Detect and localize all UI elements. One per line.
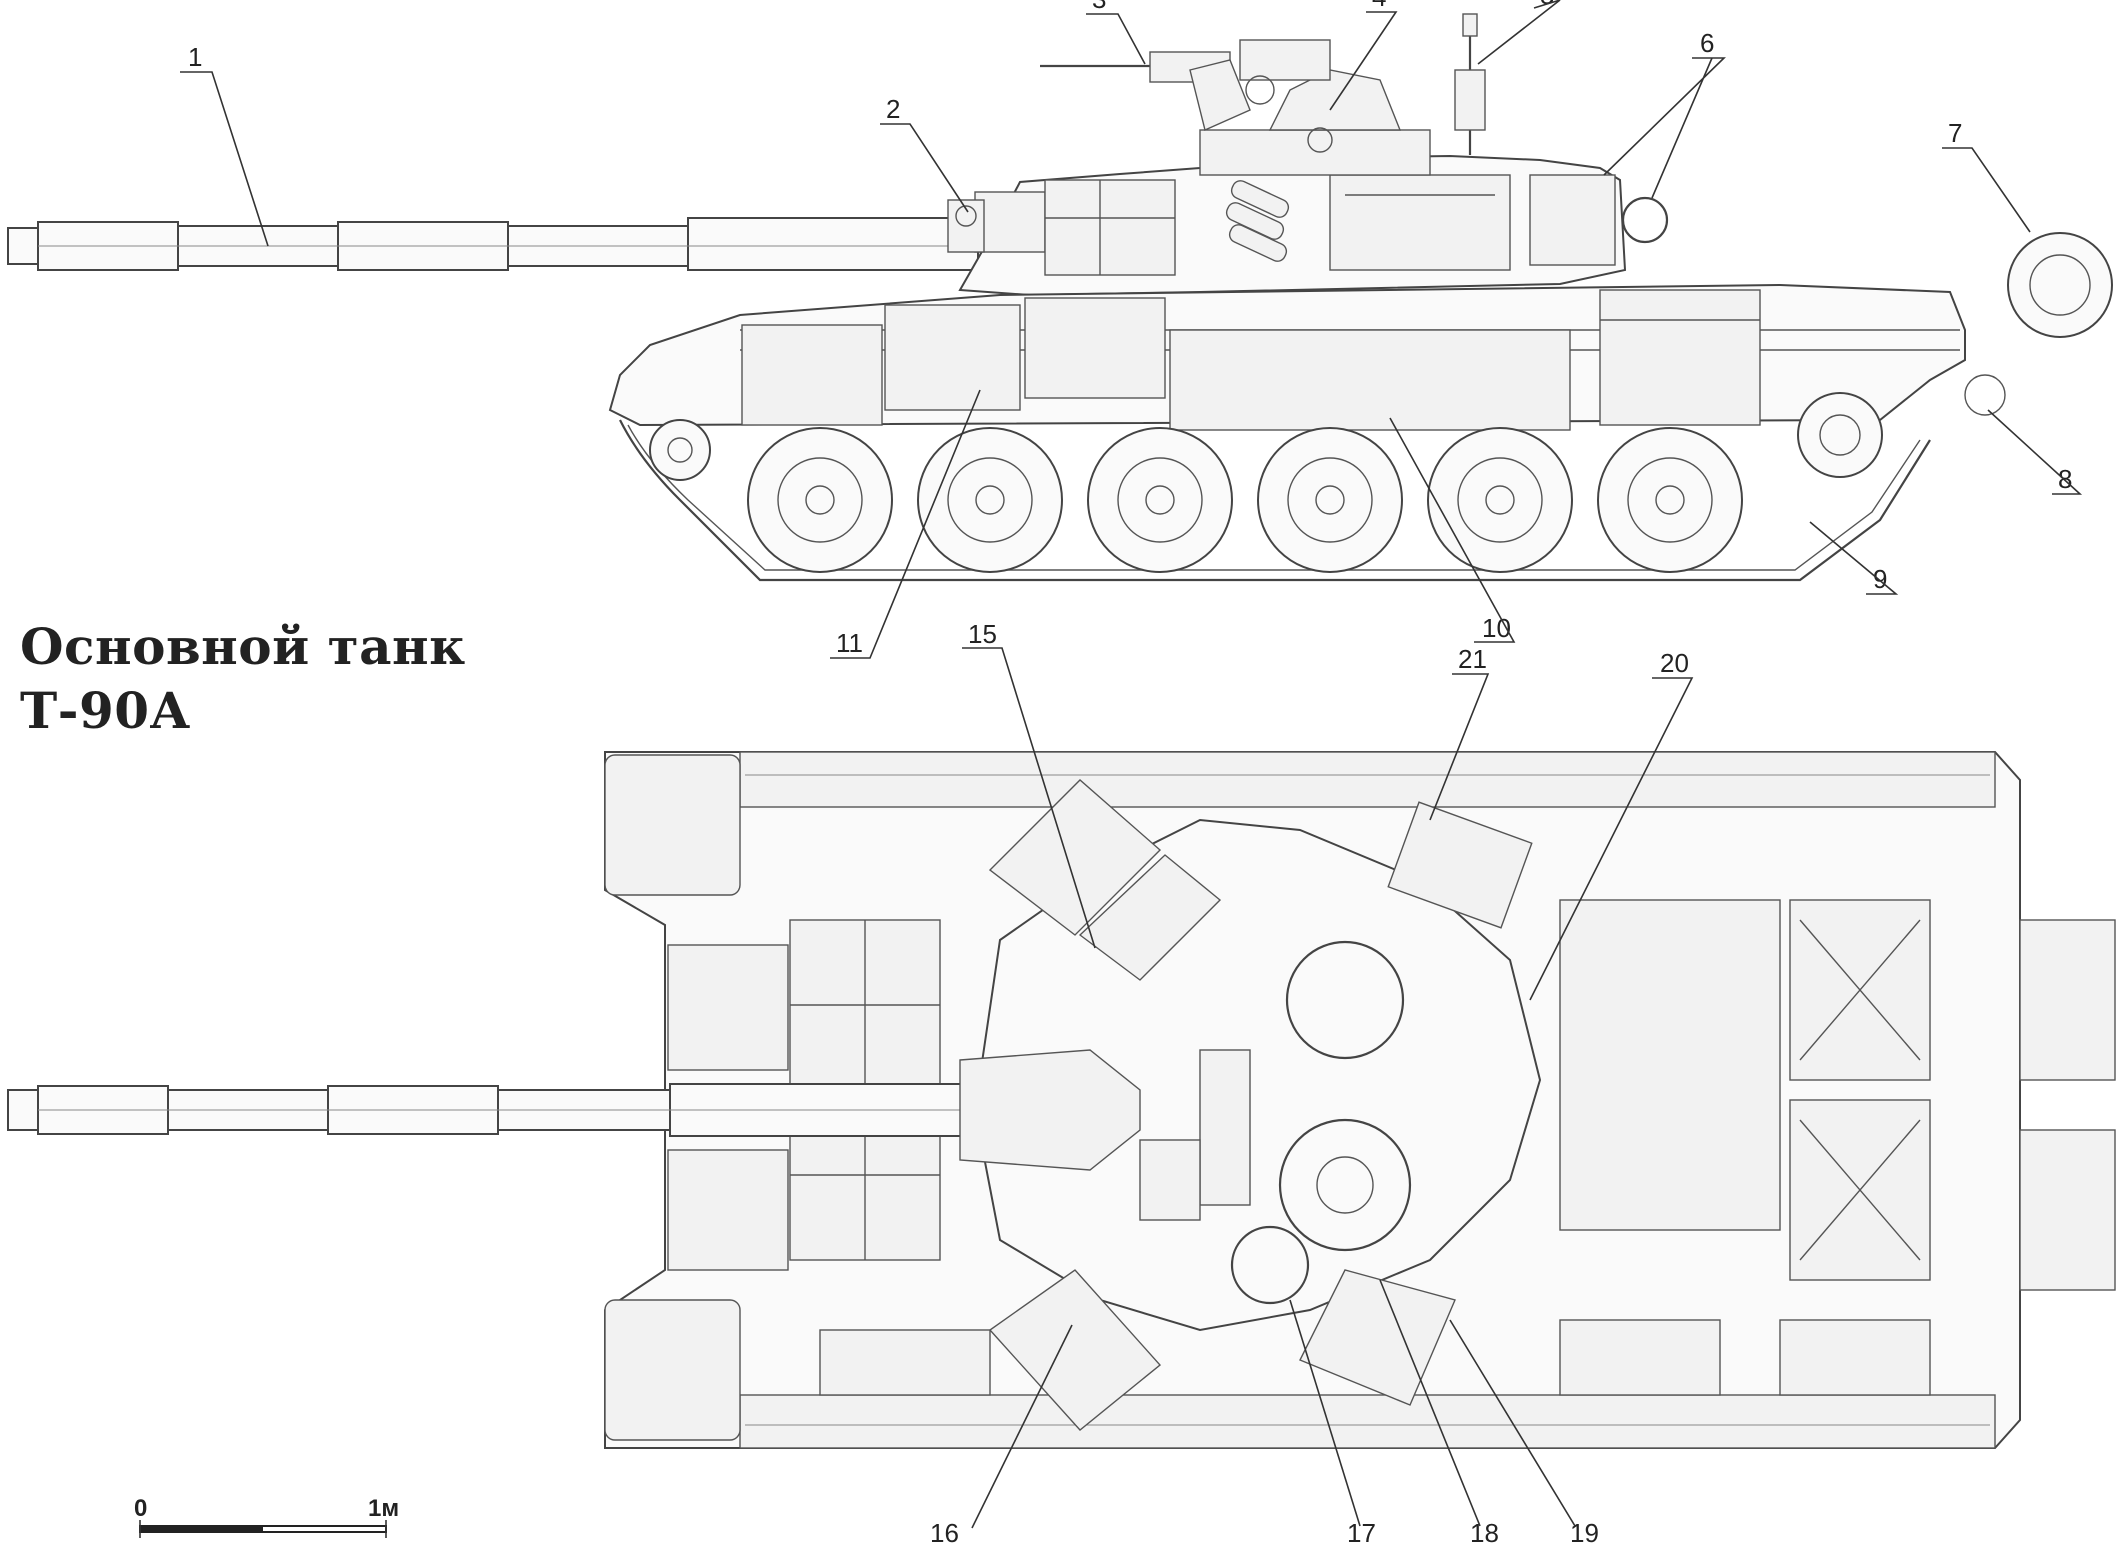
callout-7: 7 bbox=[1948, 118, 1962, 148]
scale-start-label: 0 bbox=[134, 1495, 147, 1522]
callout-1: 1 bbox=[188, 42, 202, 72]
title-line-2: Т-90А bbox=[20, 681, 191, 740]
side-turret bbox=[947, 13, 1669, 297]
top-view bbox=[7, 751, 2116, 1449]
callout-9: 9 bbox=[1873, 564, 1887, 594]
callout-3: 3 bbox=[1092, 0, 1106, 14]
title-line-1: Основной танк bbox=[20, 617, 466, 676]
callouts: 1 2 3 4 5 6 7 8 9 10 11 15 bbox=[180, 0, 2083, 1547]
callout-21: 21 bbox=[1458, 644, 1487, 674]
callout-2: 2 bbox=[886, 94, 900, 124]
callout-5: 5 bbox=[1540, 0, 1554, 10]
side-hull bbox=[608, 232, 2113, 431]
callout-17: 17 bbox=[1347, 1518, 1376, 1547]
side-antenna-mast bbox=[1454, 13, 1486, 155]
callout-18: 18 bbox=[1470, 1518, 1499, 1547]
top-gun-barrel bbox=[7, 1083, 981, 1137]
side-smoke-launchers bbox=[1225, 180, 1290, 262]
side-running-gear bbox=[619, 392, 1931, 582]
callout-16: 16 bbox=[930, 1518, 959, 1547]
callout-11: 11 bbox=[836, 628, 863, 658]
top-rear-fuel-drums bbox=[2019, 919, 2116, 1291]
side-idler bbox=[649, 419, 711, 481]
side-gun-barrel bbox=[7, 217, 979, 271]
drawing-title: Основной танк Т-90А bbox=[20, 615, 466, 743]
top-turret bbox=[959, 779, 1542, 1431]
side-road-wheels bbox=[747, 427, 1743, 573]
side-sprocket bbox=[1797, 392, 1883, 478]
callout-19: 19 bbox=[1570, 1518, 1599, 1547]
scale-end-label: 1м bbox=[368, 1495, 399, 1522]
callout-20: 20 bbox=[1660, 648, 1689, 678]
side-view bbox=[7, 13, 2113, 582]
callout-15: 15 bbox=[968, 619, 997, 649]
scale-bar: 0 1м bbox=[134, 1495, 399, 1538]
side-commander-cupola bbox=[1040, 39, 1431, 176]
top-engine-deck bbox=[819, 899, 1931, 1396]
callout-6: 6 bbox=[1700, 28, 1714, 58]
callout-4: 4 bbox=[1372, 0, 1386, 12]
callout-8: 8 bbox=[2058, 464, 2072, 494]
